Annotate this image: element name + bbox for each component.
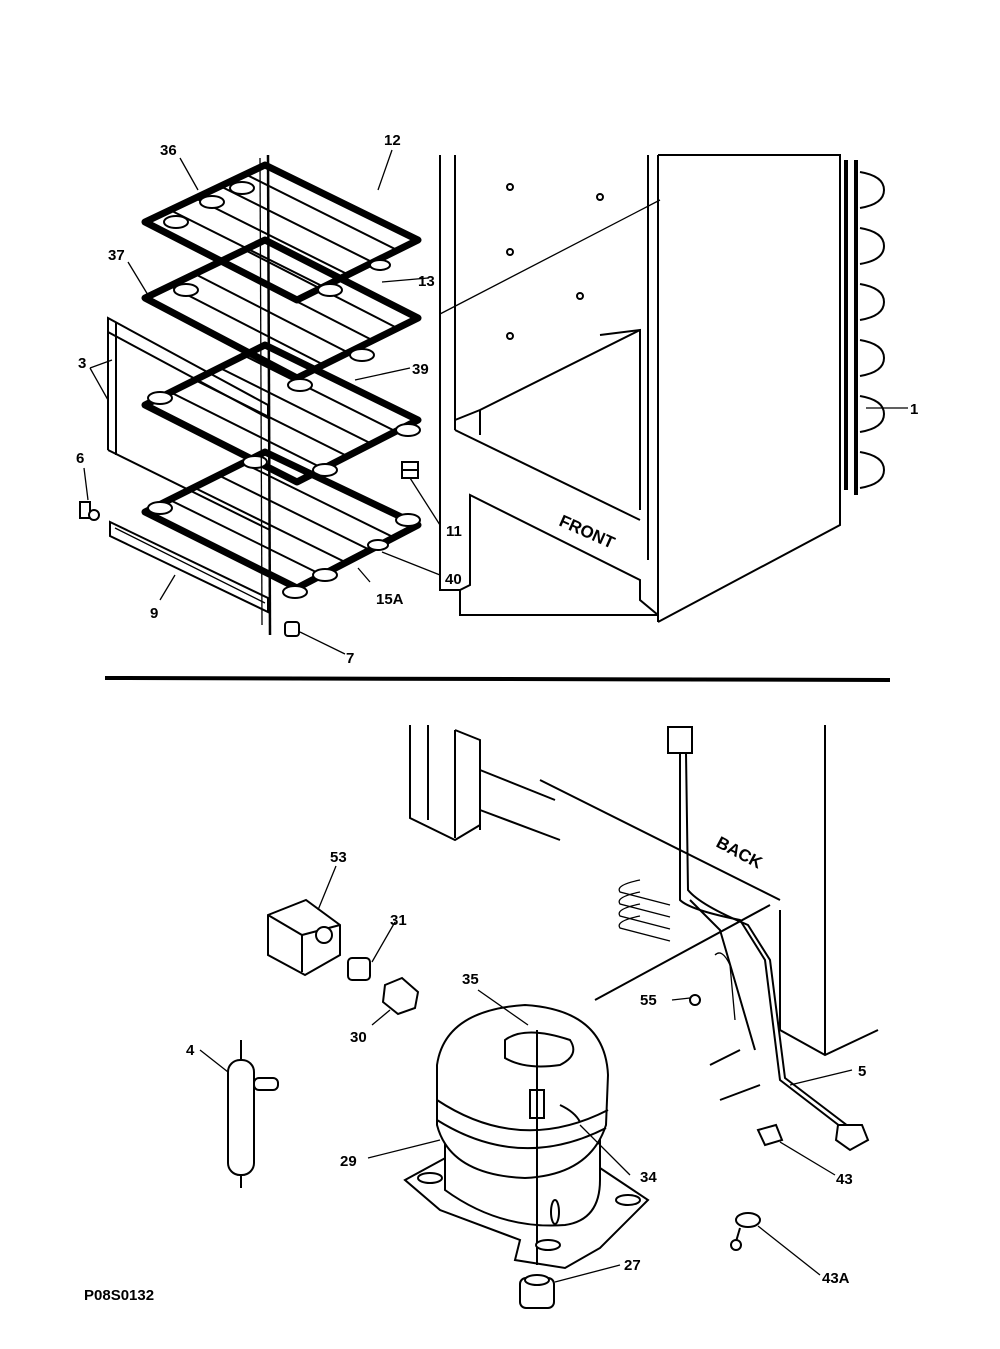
cabinet-front-label: FRONT	[556, 511, 618, 552]
condenser-coil-1	[844, 160, 886, 495]
leader-lines-bottom	[199, 865, 853, 1283]
shelf-rail-9	[109, 520, 269, 614]
callout-13: 13	[418, 273, 435, 290]
callout-43: 43	[836, 1171, 853, 1188]
callout-35: 35	[462, 971, 479, 988]
callout-11: 11	[446, 523, 462, 540]
screw-6	[79, 501, 100, 521]
callout-39: 39	[412, 361, 429, 378]
callout-37: 37	[108, 247, 125, 264]
tie-43a	[730, 1212, 761, 1251]
grommet-27	[519, 1274, 555, 1309]
bracket-11	[401, 461, 419, 479]
callout-6: 6	[76, 450, 84, 467]
leader-lines-top	[83, 149, 908, 655]
callout-36: 36	[160, 142, 177, 159]
callout-29: 29	[340, 1153, 357, 1170]
diagram-code: P08S0132	[84, 1287, 154, 1304]
callout-labels: 36 12 37 13 3 39 1 6 11 40 15A 9 7 53 31…	[76, 132, 918, 1304]
callout-40: 40	[445, 571, 462, 588]
callout-1: 1	[910, 401, 918, 418]
power-cord-5	[834, 1124, 870, 1152]
section-divider	[104, 676, 891, 682]
callout-43a: 43A	[822, 1270, 850, 1287]
cover-30	[381, 976, 420, 1016]
compressor-29	[403, 1003, 650, 1270]
cabinet-interior: FRONT	[439, 154, 841, 623]
callout-5: 5	[858, 1063, 866, 1080]
clip-7	[284, 621, 300, 637]
callout-27: 27	[624, 1257, 641, 1274]
callout-12: 12	[384, 132, 401, 149]
drier-4	[227, 1040, 279, 1188]
callout-34: 34	[640, 1169, 657, 1186]
relay-53	[267, 898, 341, 977]
callout-31: 31	[390, 912, 407, 929]
callout-15a: 15A	[376, 591, 404, 608]
wiring-harness	[667, 726, 849, 1131]
callout-9: 9	[150, 605, 158, 622]
callout-4: 4	[186, 1042, 195, 1059]
callout-53: 53	[330, 849, 347, 866]
callout-3: 3	[78, 355, 86, 372]
cabinet-back-label: BACK	[713, 833, 766, 873]
shelf-rail-3	[107, 316, 271, 531]
overload-31	[347, 957, 371, 981]
callout-55: 55	[640, 992, 657, 1009]
shelf-39	[141, 341, 422, 486]
callout-30: 30	[350, 1029, 367, 1046]
shelf-assembly	[79, 154, 422, 637]
clip-43	[756, 1123, 784, 1147]
screw-55	[689, 994, 701, 1006]
callout-7: 7	[346, 650, 354, 667]
